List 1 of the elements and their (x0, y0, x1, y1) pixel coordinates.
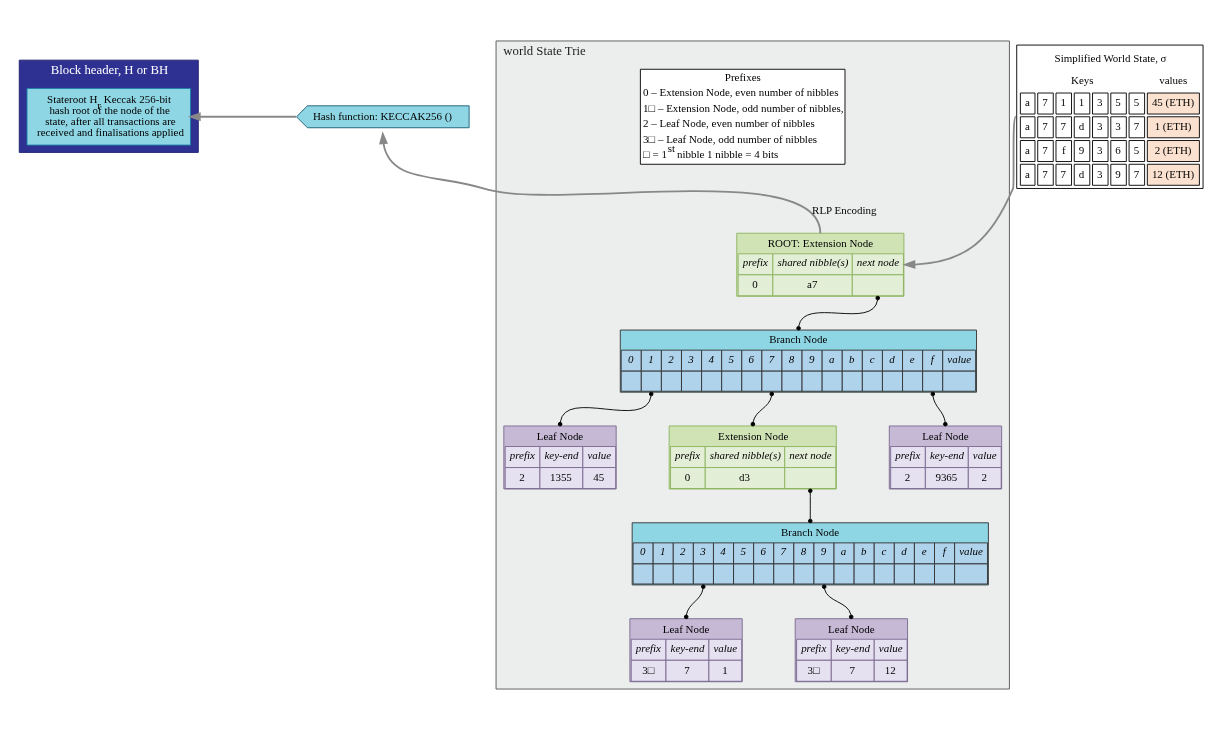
edge-label: RLP Encoding (812, 203, 877, 216)
